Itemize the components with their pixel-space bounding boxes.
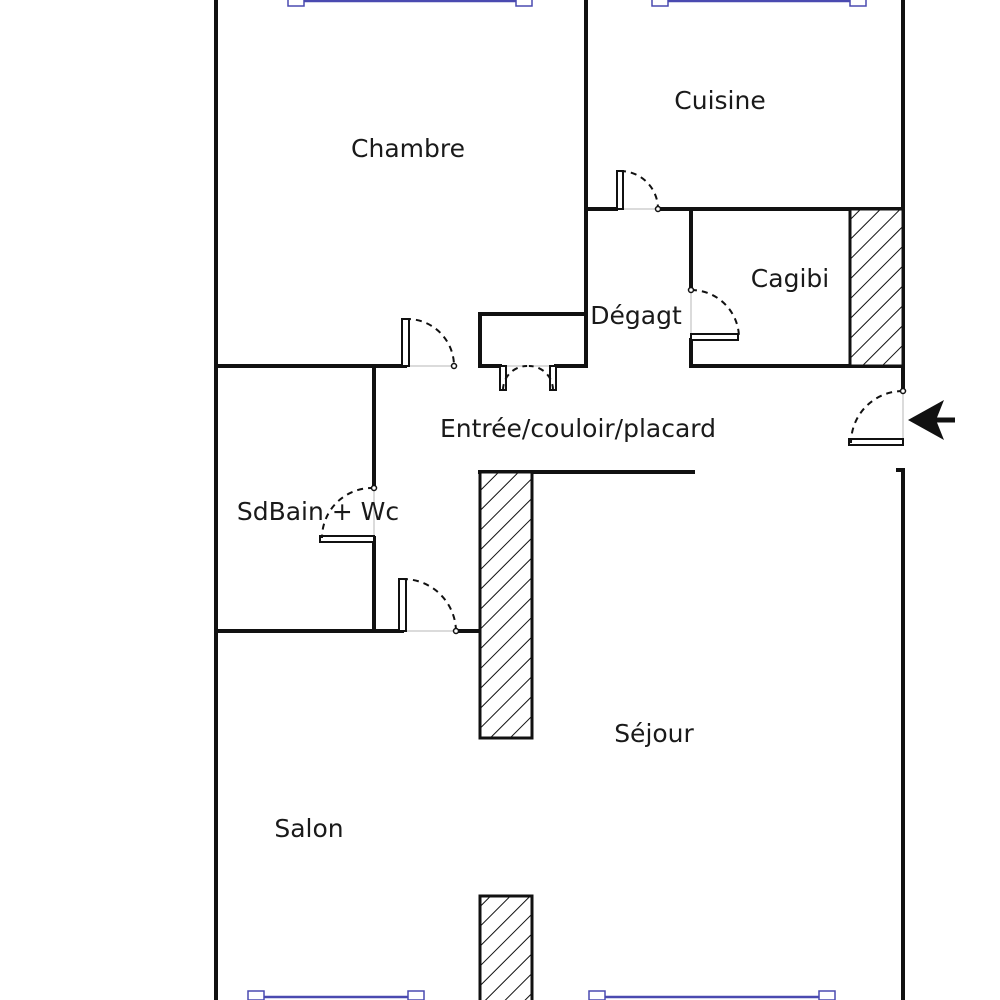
room-label-entree: Entrée/couloir/placard (440, 414, 716, 443)
room-label-salle-de-bain: SdBain + Wc (237, 497, 399, 526)
room-label-chambre: Chambre (351, 134, 465, 163)
door-chambre (401, 317, 458, 370)
door-cuisine (616, 170, 662, 213)
hatched-column-center (478, 470, 534, 740)
door-entrance (848, 387, 907, 472)
window-chambre (287, 0, 533, 7)
windows (247, 0, 867, 1000)
door-salon (398, 577, 460, 635)
room-labels: Chambre Cuisine Cagibi Dégagt Entrée/cou… (237, 86, 829, 843)
window-cuisine (651, 0, 867, 7)
structural-blocks (478, 207, 905, 1000)
window-salon (247, 990, 425, 1000)
door-cagibi (687, 286, 740, 341)
room-label-cuisine: Cuisine (674, 86, 765, 115)
room-label-salon: Salon (274, 814, 343, 843)
entrance-arrow-icon (908, 400, 955, 440)
hatched-duct-cagibi (848, 207, 905, 368)
window-sejour (588, 990, 836, 1000)
room-label-degagement: Dégagt (590, 301, 682, 330)
room-label-sejour: Séjour (614, 719, 694, 748)
room-label-cagibi: Cagibi (751, 264, 829, 293)
doors (319, 170, 907, 635)
door-placard (499, 365, 557, 391)
door-salle-de-bain (319, 484, 378, 543)
hatched-column-bottom (478, 894, 534, 1000)
